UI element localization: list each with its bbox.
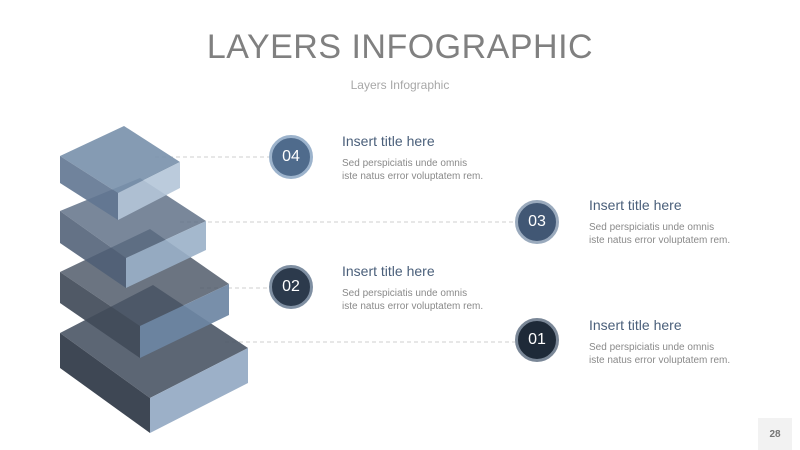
item-04-desc-line1: Sed perspiciatis unde omnis: [342, 158, 468, 169]
item-01-title: Insert title here: [589, 317, 682, 333]
page-subtitle: Layers Infographic: [350, 78, 450, 92]
item-02-title: Insert title here: [342, 263, 435, 279]
badge-03: 03: [515, 200, 559, 244]
badge-04: 04: [269, 135, 313, 179]
item-02-desc-line1: Sed perspiciatis unde omnis: [342, 288, 468, 299]
item-01-desc-line1: Sed perspiciatis unde omnis: [589, 342, 715, 353]
item-03-desc-line1: Sed perspiciatis unde omnis: [589, 222, 715, 233]
badge-04-number: 04: [282, 148, 300, 165]
badge-01: 01: [515, 318, 559, 362]
item-01-desc-line2: iste natus error voluptatem rem.: [589, 355, 731, 366]
item-04-title: Insert title here: [342, 133, 435, 149]
badge-02-number: 02: [282, 278, 300, 295]
item-04-desc-line2: iste natus error voluptatem rem.: [342, 171, 484, 182]
badge-02: 02: [269, 265, 313, 309]
layer-04: [60, 126, 180, 220]
item-03-desc-line2: iste natus error voluptatem rem.: [589, 235, 731, 246]
page-title: LAYERS INFOGRAPHIC: [206, 28, 594, 66]
page-number: 28: [758, 418, 792, 450]
item-03-title: Insert title here: [589, 197, 682, 213]
badge-03-number: 03: [528, 213, 546, 230]
badge-01-number: 01: [528, 331, 546, 348]
item-02-desc-line2: iste natus error voluptatem rem.: [342, 301, 484, 312]
